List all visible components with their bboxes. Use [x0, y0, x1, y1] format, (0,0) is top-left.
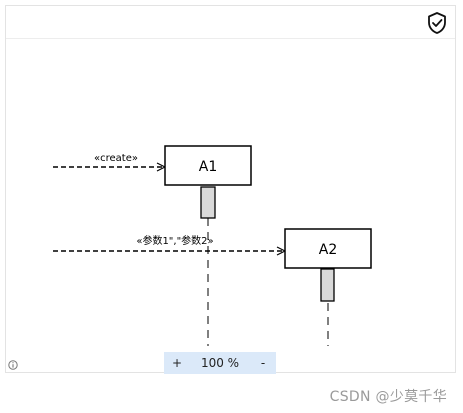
lifeline-a1[interactable]: A1: [164, 145, 252, 346]
lifeline-a2[interactable]: A2: [284, 228, 372, 346]
sequence-diagram: «create» A1 «参数1","参数2» A2: [53, 145, 372, 346]
zoom-out-button[interactable]: -: [260, 356, 266, 370]
lifeline-a1-box[interactable]: [164, 145, 252, 186]
message-params[interactable]: «参数1","参数2»: [53, 234, 285, 251]
watermark: CSDN @少莫千华: [329, 389, 447, 405]
info-icon[interactable]: [8, 360, 18, 370]
lifeline-a2-label: A2: [319, 242, 337, 258]
lifeline-a1-label: A1: [199, 159, 217, 175]
zoom-level: 100 %: [200, 356, 240, 370]
message-create[interactable]: «create»: [53, 153, 165, 167]
shield-check-icon[interactable]: [425, 11, 449, 35]
lifeline-a1-activation[interactable]: [200, 186, 216, 219]
message-params-label: «参数1","参数2»: [136, 234, 213, 247]
lifeline-a2-activation[interactable]: [320, 268, 335, 302]
lifeline-a2-box[interactable]: [284, 228, 372, 269]
toolbar: [6, 6, 455, 39]
zoom-in-button[interactable]: +: [171, 356, 183, 370]
diagram-canvas: «create» A1 «参数1","参数2» A2: [5, 5, 456, 374]
message-create-label: «create»: [94, 153, 138, 164]
zoom-control: + 100 % -: [164, 352, 276, 374]
